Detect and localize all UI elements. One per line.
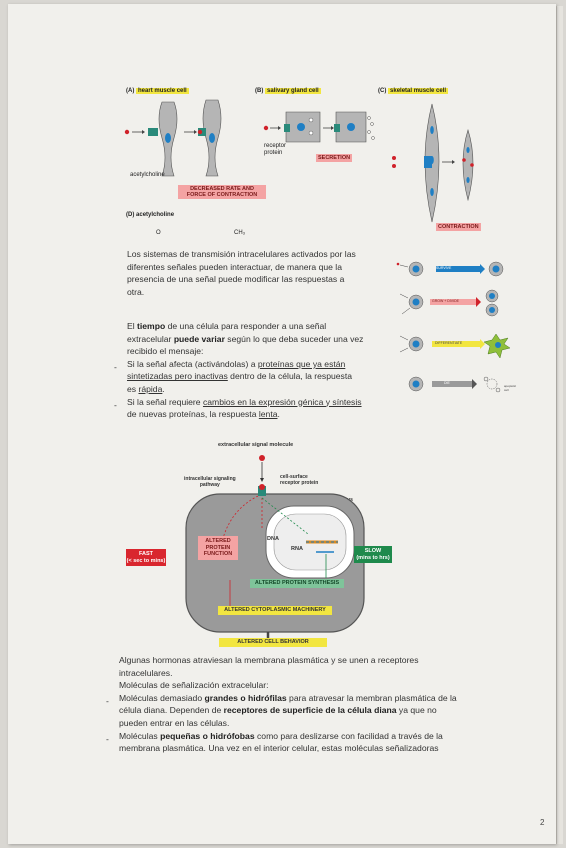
panel-d-label: (D) acetylcholine bbox=[126, 212, 175, 218]
altered-cell-behavior-box: ALTERED CELL BEHAVIOR bbox=[219, 638, 327, 647]
panel-a-label: (A) heart muscle cell bbox=[126, 88, 189, 94]
rna-label: RNA bbox=[291, 546, 303, 552]
slow-response-box: SLOW (mins to hrs) bbox=[354, 546, 392, 563]
paragraph-signaling-molecules: Algunas hormonas atraviesan la membrana … bbox=[119, 655, 457, 754]
page-edge bbox=[556, 6, 563, 844]
bullet-marker: - bbox=[114, 362, 117, 372]
grow-divide-label: GROW + DIVIDE bbox=[432, 299, 459, 303]
skeletal-muscle-illustration bbox=[392, 103, 474, 223]
paragraph-response-time: El tiempo de una célula para responder a… bbox=[127, 321, 364, 420]
altered-cytoplasmic-machinery-box: ALTERED CYTOPLASMIC MACHINERY bbox=[218, 606, 332, 615]
panel-c-title: skeletal muscle cell bbox=[388, 88, 449, 94]
signaling-pathway-label: intracellular signaling pathway bbox=[184, 476, 236, 488]
salivary-gland-illustration bbox=[263, 111, 375, 143]
receptor-label: cell-surface receptor protein bbox=[280, 474, 319, 486]
contraction-label: CONTRACTION bbox=[436, 223, 481, 231]
altered-protein-function-box: ALTERED PROTEIN FUNCTION bbox=[198, 536, 238, 560]
oxygen-symbol: O bbox=[156, 230, 161, 236]
heart-muscle-illustration bbox=[124, 99, 222, 177]
panel-a-title: heart muscle cell bbox=[136, 88, 189, 94]
page-number: 2 bbox=[540, 818, 545, 827]
signal-molecule-label: extracellular signal molecule bbox=[218, 442, 294, 448]
panel-d-title: acetylcholine bbox=[136, 212, 175, 218]
acetylcholine-label: acetylcholine bbox=[130, 172, 165, 178]
receptor-protein-label: receptor protein bbox=[264, 143, 287, 156]
differentiate-label: DIFFERENTIATE bbox=[435, 341, 463, 345]
panel-c-label: (C) skeletal muscle cell bbox=[378, 88, 449, 94]
cell-response-diagram bbox=[185, 455, 365, 640]
survive-label: SURVIVE bbox=[436, 266, 452, 270]
panel-b-title: salivary gland cell bbox=[265, 88, 321, 94]
bullet-marker: - bbox=[106, 696, 109, 706]
ch3-symbol: CH₃ bbox=[234, 230, 246, 236]
fast-response-box: FAST (< sec to mins) bbox=[126, 549, 166, 566]
dna-label: DNA bbox=[267, 536, 279, 542]
decreased-contraction-label: DECREASED RATE AND FORCE OF CONTRACTION bbox=[178, 185, 266, 199]
cell-fate-illustration bbox=[396, 261, 511, 393]
bullet-marker: - bbox=[114, 400, 117, 410]
paragraph-signal-interaction: Los sistemas de transmisión intracelular… bbox=[127, 249, 356, 297]
die-label: DIE bbox=[444, 381, 450, 385]
secretion-label: SECRETION bbox=[316, 154, 353, 162]
bullet-marker: - bbox=[106, 734, 109, 744]
apoptotic-cell-label: apoptotic cell bbox=[504, 384, 517, 392]
panel-b-label: (B) salivary gland cell bbox=[255, 88, 321, 94]
altered-protein-synthesis-box: ALTERED PROTEIN SYNTHESIS bbox=[250, 579, 344, 588]
document-page: (A) heart muscle cell (B) salivary gland… bbox=[8, 4, 556, 844]
